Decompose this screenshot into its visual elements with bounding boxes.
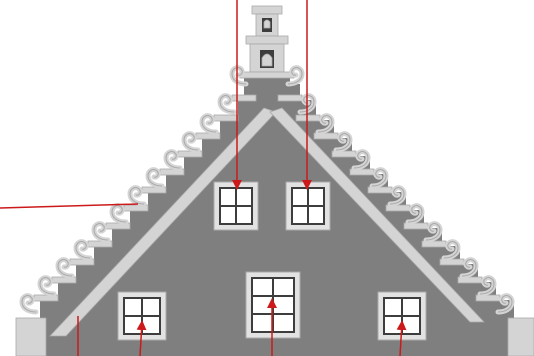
- upper-window-right-pane: [309, 207, 323, 223]
- center-window-pane: [253, 315, 272, 331]
- center-window-pane: [253, 297, 272, 313]
- lower-window-left-pane: [143, 299, 159, 315]
- left-step-coping: [214, 115, 238, 121]
- scroll-icon: [184, 134, 198, 150]
- right-step-coping: [278, 95, 302, 101]
- upper-window-left-pane: [221, 189, 235, 205]
- center-window-pane: [274, 297, 293, 313]
- bell-cote: [240, 6, 294, 78]
- scroll-icon: [22, 296, 36, 312]
- lower-bell-icon: [262, 54, 272, 66]
- scroll-icon: [112, 206, 126, 222]
- scroll-icon: [220, 96, 234, 112]
- scroll-icon: [148, 170, 162, 186]
- left-base-stone: [16, 318, 46, 356]
- upper-window-left-pane: [237, 207, 251, 223]
- bell-cote-cap: [252, 6, 282, 14]
- lower-window-left-pane: [125, 317, 141, 333]
- upper-window-right-pane: [309, 189, 323, 205]
- lower-window-left-pane: [125, 299, 141, 315]
- upper-window-right: [286, 182, 330, 230]
- upper-window-right-pane: [293, 207, 307, 223]
- scroll-icon: [76, 242, 90, 258]
- lower-window-right-pane: [403, 317, 419, 333]
- center-window-pane: [253, 279, 272, 295]
- bell-icon: [264, 20, 270, 28]
- left-step-coping: [232, 95, 256, 101]
- lower-window-right-pane: [385, 299, 401, 315]
- right-step-coping: [296, 115, 320, 121]
- upper-window-right-pane: [293, 189, 307, 205]
- scroll-icon: [202, 116, 216, 132]
- scroll-icon: [166, 152, 180, 168]
- upper-window-left-pane: [221, 207, 235, 223]
- scroll-icon: [58, 260, 72, 276]
- upper-window-left-pane: [237, 189, 251, 205]
- scroll-icon: [40, 278, 54, 294]
- scroll-icon: [94, 224, 108, 240]
- upper-window-left: [214, 182, 258, 230]
- bell-cote-base: [240, 72, 294, 78]
- lower-window-right-pane: [385, 317, 401, 333]
- lower-window-right-pane: [403, 299, 419, 315]
- scroll-icon: [130, 188, 144, 204]
- center-window-pane: [274, 315, 293, 331]
- lower-window-left-pane: [143, 317, 159, 333]
- bell-cote-ledge: [246, 36, 288, 44]
- center-window-pane: [274, 279, 293, 295]
- center-window: [246, 272, 300, 338]
- right-base-stone: [508, 318, 534, 356]
